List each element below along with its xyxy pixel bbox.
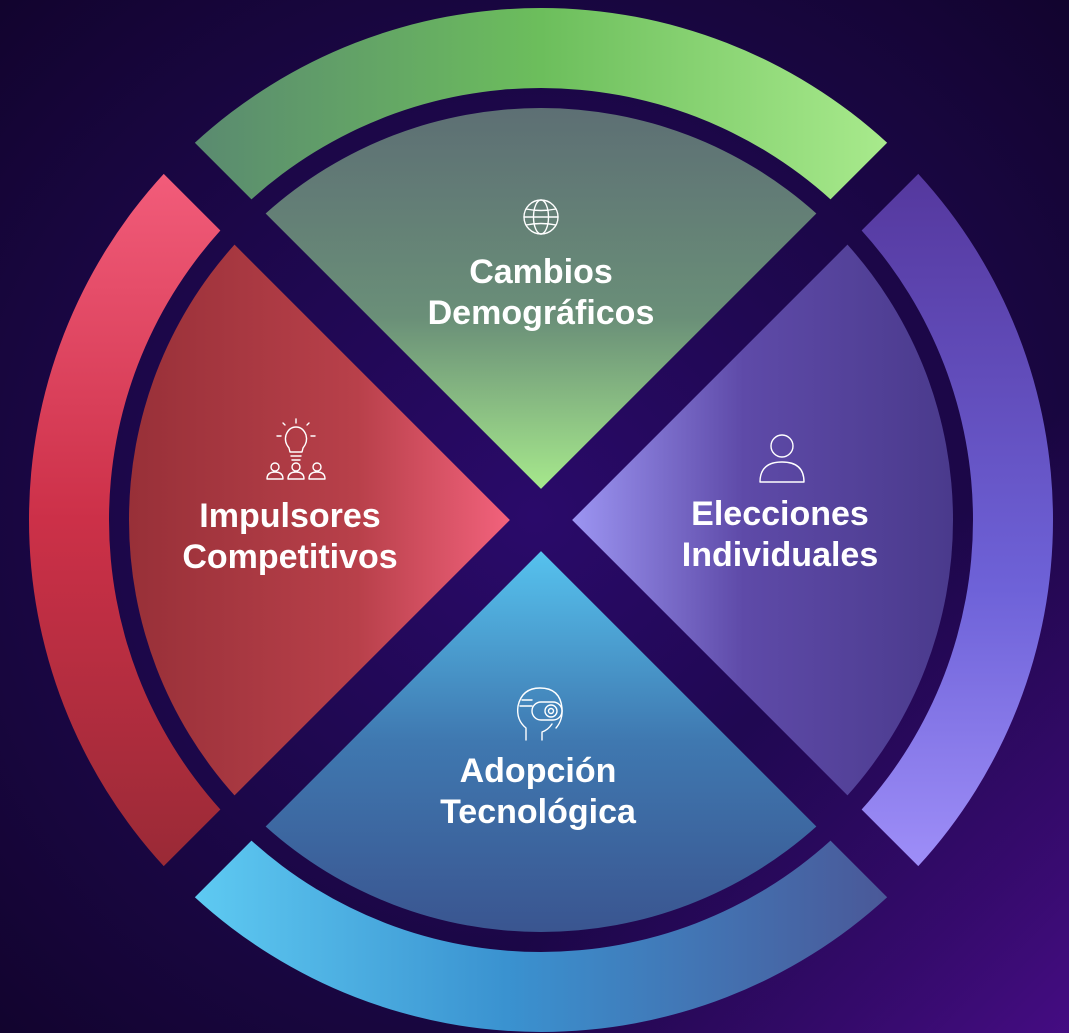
segment-label-line: Demográficos — [427, 294, 655, 332]
globe-icon — [523, 199, 559, 235]
wedge-left — [128, 244, 510, 796]
vr-headset-icon — [516, 687, 563, 741]
person-icon — [759, 434, 805, 483]
icon-group — [266, 199, 805, 741]
segment-label-line: Adopción — [459, 752, 617, 790]
wedge-bottom — [265, 551, 817, 933]
ring-arc-left — [29, 173, 221, 867]
ring-arc-bottom — [194, 840, 888, 1032]
wedge-top — [265, 108, 817, 489]
segment-label-line: Cambios — [469, 253, 613, 291]
segment-label-line: Elecciones — [691, 495, 869, 533]
segment-label-line: Impulsores — [199, 497, 381, 535]
segment-label-line: Competitivos — [182, 538, 398, 576]
ring-arc-right — [861, 173, 1053, 867]
segment-label-bottom: Adopción Tecnológica — [388, 751, 688, 833]
lightbulb-team-icon — [266, 418, 326, 480]
segment-label-line: Tecnológica — [440, 793, 636, 831]
outer-ring-group — [29, 7, 1053, 1032]
ring-arc-top — [194, 7, 888, 200]
segment-label-right: Elecciones Individuales — [630, 494, 930, 576]
segment-label-left: Impulsores Competitivos — [140, 496, 440, 578]
segment-label-top: Cambios Demográficos — [391, 252, 691, 334]
segment-label-line: Individuales — [681, 536, 879, 574]
wedge-right — [572, 244, 953, 796]
inner-wedge-group — [128, 108, 953, 933]
